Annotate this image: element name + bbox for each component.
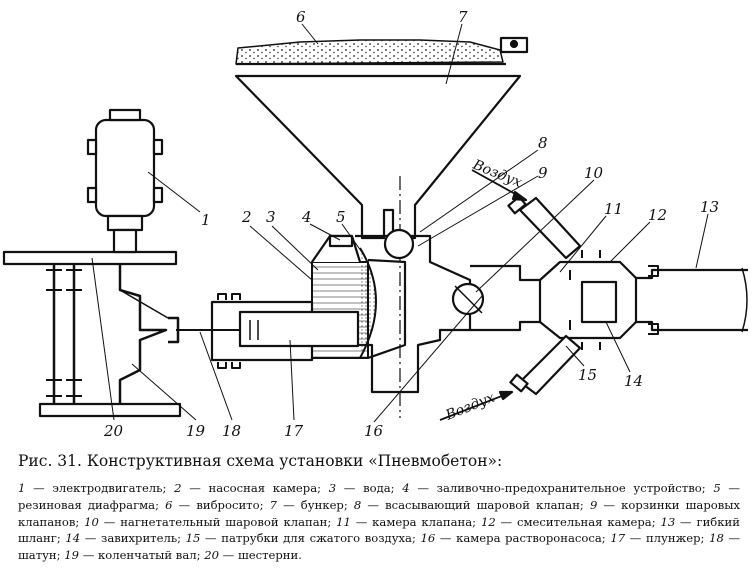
bottom-gear-plate — [38, 402, 182, 418]
part-number-8: 8 — [538, 134, 548, 152]
crankshaft — [118, 260, 168, 408]
air-pipe-top — [518, 196, 582, 260]
left-frame — [52, 264, 76, 404]
plunger — [238, 310, 360, 348]
part-number-3: 3 — [266, 208, 276, 226]
schematic-diagram: 1 2 3 4 5 6 7 8 9 10 11 12 13 14 15 16 1… — [2, 8, 748, 440]
part-number-19: 19 — [186, 422, 206, 440]
figure-caption: Рис. 31. Конструктивная схема установки … — [18, 452, 503, 470]
part-number-5: 5 — [336, 208, 346, 226]
figure-legend: 1 — электродвигатель; 2 — насосная камер… — [18, 480, 740, 564]
legend-item: 12 — смесительная камера; — [480, 514, 656, 529]
legend-item: 4 — заливочно-предохранительное устройст… — [402, 481, 706, 495]
top-gear-plate — [2, 250, 178, 266]
legend-item: 3 — вода; — [328, 481, 395, 495]
rubber-diaphragm — [359, 247, 377, 359]
pump-housing — [367, 258, 407, 360]
valve-chamber — [470, 264, 540, 332]
legend-item: 15 — патрубки для сжатого воздуха; — [185, 531, 416, 546]
legend-item: 5 — резиновая диафрагма; — [18, 481, 741, 512]
part-number-17: 17 — [284, 422, 304, 440]
legend-item: 1 — электродвигатель; — [18, 481, 167, 495]
air-arrow-bottom — [439, 391, 513, 421]
part-number-14: 14 — [624, 372, 643, 390]
swirler — [580, 280, 618, 324]
legend-item: 8 — всасывающий шаровой клапан; — [353, 497, 584, 512]
part-number-9: 9 — [538, 164, 548, 182]
part-number-6: 6 — [296, 8, 306, 26]
part-number-13: 13 — [700, 198, 719, 216]
electric-motor — [94, 118, 156, 218]
part-number-11: 11 — [604, 200, 623, 218]
flexible-hose — [636, 268, 748, 332]
legend-item: 19 — коленчатый вал; — [64, 548, 201, 563]
legend-item: 18 — шатун; — [18, 531, 741, 563]
legend-item: 16 — камера растворонасоса; — [420, 531, 606, 546]
legend-item: 17 — плунжер; — [610, 531, 705, 546]
part-number-4: 4 — [301, 208, 312, 226]
part-number-7: 7 — [458, 8, 468, 26]
air-pipe-bottom — [518, 334, 582, 396]
legend-item: 7 — бункер; — [269, 497, 348, 512]
part-number-10: 10 — [584, 164, 604, 182]
part-number-20: 20 — [103, 422, 124, 440]
part-number-16: 16 — [364, 422, 384, 440]
part-number-2: 2 — [241, 208, 252, 226]
part-number-1: 1 — [201, 211, 211, 229]
legend-item: 13 — гибкий шланг; — [18, 514, 740, 546]
legend-item: 20 — шестерни. — [204, 548, 302, 563]
legend-item: 2 — насосная камера; — [174, 481, 322, 495]
part-number-12: 12 — [648, 206, 667, 224]
legend-item: 14 — завихритель; — [65, 531, 182, 546]
hopper — [234, 74, 522, 240]
air-label-bottom: Воздух — [443, 390, 498, 424]
legend-item: 6 — вибросито; — [165, 497, 264, 512]
part-number-18: 18 — [222, 422, 241, 440]
vibro-sieve — [235, 39, 504, 65]
legend-item: 10 — нагнетательный шаровой клапан; — [84, 514, 332, 529]
legend-item: 11 — камера клапана; — [336, 514, 477, 529]
part-number-15: 15 — [578, 366, 597, 384]
air-label-top: Воздух — [470, 156, 525, 190]
legend-item: 9 — корзинки шаровых клапанов; — [18, 497, 741, 529]
